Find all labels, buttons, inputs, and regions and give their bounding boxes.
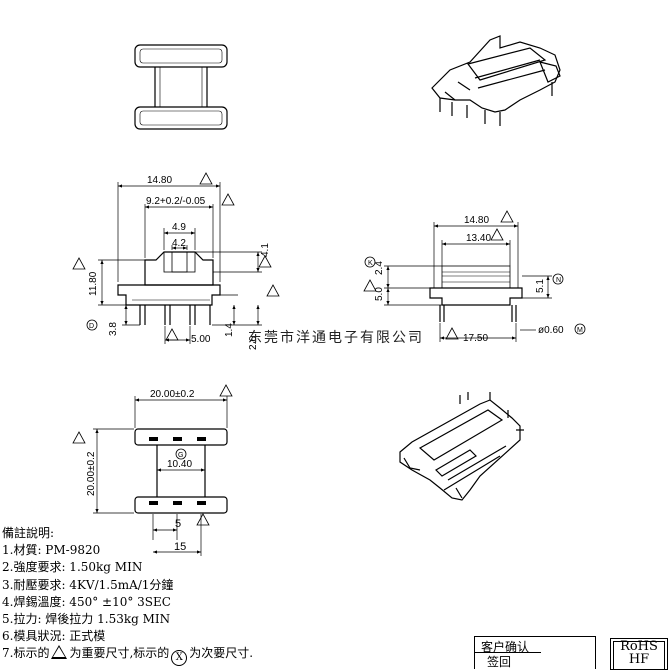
note-item: 6.模具狀況: 正式模 xyxy=(2,629,106,644)
important-mark xyxy=(196,513,210,526)
dim-side-inner: 13.40 xyxy=(466,233,491,244)
dim-base: 2.6 xyxy=(248,336,259,350)
dim-side-width: 14.80 xyxy=(464,215,489,226)
note-item: 4.焊錫溫度: 450° ±10° 3SEC xyxy=(2,594,171,609)
dim-bottom-pitch: 5 xyxy=(175,518,181,530)
triangle-icon xyxy=(51,645,68,660)
dim-slot-inner: 4.2 xyxy=(172,238,186,249)
important-mark xyxy=(219,384,233,397)
note-item: 3.耐壓要求: 4KV/1.5mA/1分鐘 xyxy=(2,577,174,592)
bottom-view: 20.00±0.2 G 10.40 20.00±0.2 5 15 xyxy=(72,384,233,556)
dim-pin-diameter: ø0.60 xyxy=(538,325,564,336)
notes-heading: 備註說明: xyxy=(2,526,55,540)
important-mark xyxy=(72,431,86,444)
dim-pin-length: 3.8 xyxy=(108,322,119,336)
iso-view-bottom xyxy=(399,392,524,501)
notes-block: 備註說明: 1.材質: PM-9820 2.強度要求: 1.50kg MIN 3… xyxy=(2,525,332,667)
circle-mark-n xyxy=(552,273,564,285)
important-mark xyxy=(221,193,235,206)
important-mark xyxy=(266,284,280,297)
important-mark xyxy=(490,228,504,241)
important-mark xyxy=(445,327,459,340)
svg-text:M: M xyxy=(577,327,583,334)
rohs-hf-stamp: RoHS HF xyxy=(610,638,668,670)
circle-mark-k xyxy=(364,256,376,268)
important-mark xyxy=(500,210,514,223)
dim-slot-outer: 4.9 xyxy=(172,222,186,233)
important-mark xyxy=(258,255,272,268)
dim-bottom-overall: 15 xyxy=(174,541,186,553)
hf-label: HF xyxy=(628,652,650,667)
legend-suffix: 为次要尺寸. xyxy=(189,646,254,661)
side-view: 14.80 13.40 2.4 K 5.0 5.1 N 17.50 ø0.60 … xyxy=(363,210,586,344)
svg-text:K: K xyxy=(368,260,373,267)
dim-side-right: 5.1 xyxy=(535,279,546,293)
dim-front-height: 11.80 xyxy=(88,271,99,296)
important-mark xyxy=(165,328,179,341)
svg-text:G: G xyxy=(178,452,183,459)
circle-mark-g xyxy=(175,448,187,460)
top-view xyxy=(134,44,228,130)
note-item: 1.材質: PM-9820 xyxy=(2,543,101,558)
dim-bottom-width: 20.00±0.2 xyxy=(150,389,195,400)
important-mark xyxy=(363,279,377,292)
rohs-label: RoHS xyxy=(620,639,658,654)
dim-bottom-height: 20.00±0.2 xyxy=(86,451,97,496)
iso-view-top xyxy=(431,35,561,126)
circle-x-icon: X xyxy=(171,650,188,667)
dim-pitch: 5.00 xyxy=(191,334,211,345)
legend-prefix: 7.标示的 xyxy=(2,646,50,661)
dim-side-mid: 5.0 xyxy=(374,287,385,301)
important-mark xyxy=(199,172,213,185)
dim-slot-depth: 4.1 xyxy=(260,243,271,257)
customer-approval-box: 客户确认 签回 xyxy=(474,636,596,669)
approval-line2: 签回 xyxy=(487,655,512,669)
front-view: 14.80 9.2+0.2/-0.05 4.9 4.2 4.1 11.80 D … xyxy=(72,172,280,350)
legend-mid: 为重要尺寸,标示的 xyxy=(69,646,170,661)
dim-front-inner: 9.2+0.2/-0.05 xyxy=(146,196,206,207)
circle-mark-m xyxy=(574,323,586,335)
dim-side-top: 2.4 xyxy=(374,261,385,275)
dim-front-width: 14.80 xyxy=(147,175,172,186)
dim-side-span: 17.50 xyxy=(463,333,488,344)
note-item: 5.拉力: 焊後拉力 1.53kg MIN xyxy=(2,612,171,627)
circle-mark-d xyxy=(86,319,98,331)
note-item: 2.強度要求: 1.50kg MIN xyxy=(2,560,143,575)
dim-bottom-inner: 10.40 xyxy=(167,459,192,470)
approval-line1: 客户确认 xyxy=(481,640,530,654)
svg-text:D: D xyxy=(89,323,94,330)
svg-text:N: N xyxy=(556,277,561,284)
important-mark xyxy=(72,257,86,270)
watermark: 东莞市洋通电子有限公司 xyxy=(248,329,424,346)
dim-pin-width: 1.4 xyxy=(224,323,235,337)
